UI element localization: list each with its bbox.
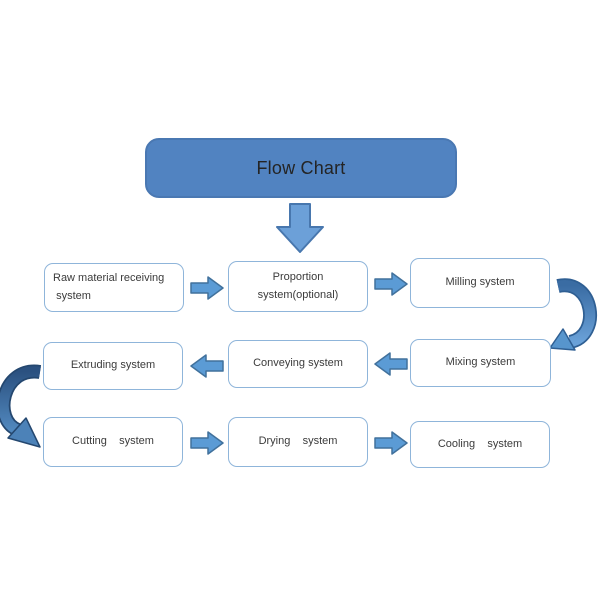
right-block-arrow-icon [374, 272, 408, 296]
flowchart-title-box: Flow Chart [145, 138, 457, 198]
node-proportion-system: Proportion system(optional) [228, 261, 368, 312]
node-label: Conveying system [253, 357, 343, 370]
curved-arrow-left-icon [0, 364, 42, 448]
node-label: Cutting system [72, 435, 154, 448]
right-block-arrow-icon [190, 431, 224, 455]
flowchart-title: Flow Chart [256, 157, 346, 178]
node-label: Drying system [258, 435, 338, 448]
down-arrow-icon [276, 203, 324, 253]
right-block-arrow-icon [374, 431, 408, 455]
node-milling-system: Milling system [410, 258, 550, 308]
node-conveying-system: Conveying system [228, 340, 368, 388]
curved-arrow-right-icon [549, 278, 598, 351]
node-cooling-system: Cooling system [410, 421, 550, 468]
node-cutting-system: Cutting system [43, 417, 183, 467]
node-label: Mixing system [445, 356, 516, 369]
node-mixing-system: Mixing system [410, 339, 551, 387]
left-block-arrow-icon [190, 354, 224, 378]
node-label: Cooling system [437, 437, 523, 450]
left-block-arrow-icon [374, 352, 408, 376]
node-label: Extruding system [70, 359, 156, 372]
right-block-arrow-icon [190, 276, 224, 300]
node-label: Milling system [445, 276, 515, 289]
node-label: Raw material receiving system [53, 271, 165, 302]
node-drying-system: Drying system [228, 417, 368, 467]
node-label: Proportion system(optional) [257, 270, 339, 301]
node-extruding-system: Extruding system [43, 342, 183, 390]
node-raw-material-receiving-system: Raw material receiving system [44, 263, 184, 312]
